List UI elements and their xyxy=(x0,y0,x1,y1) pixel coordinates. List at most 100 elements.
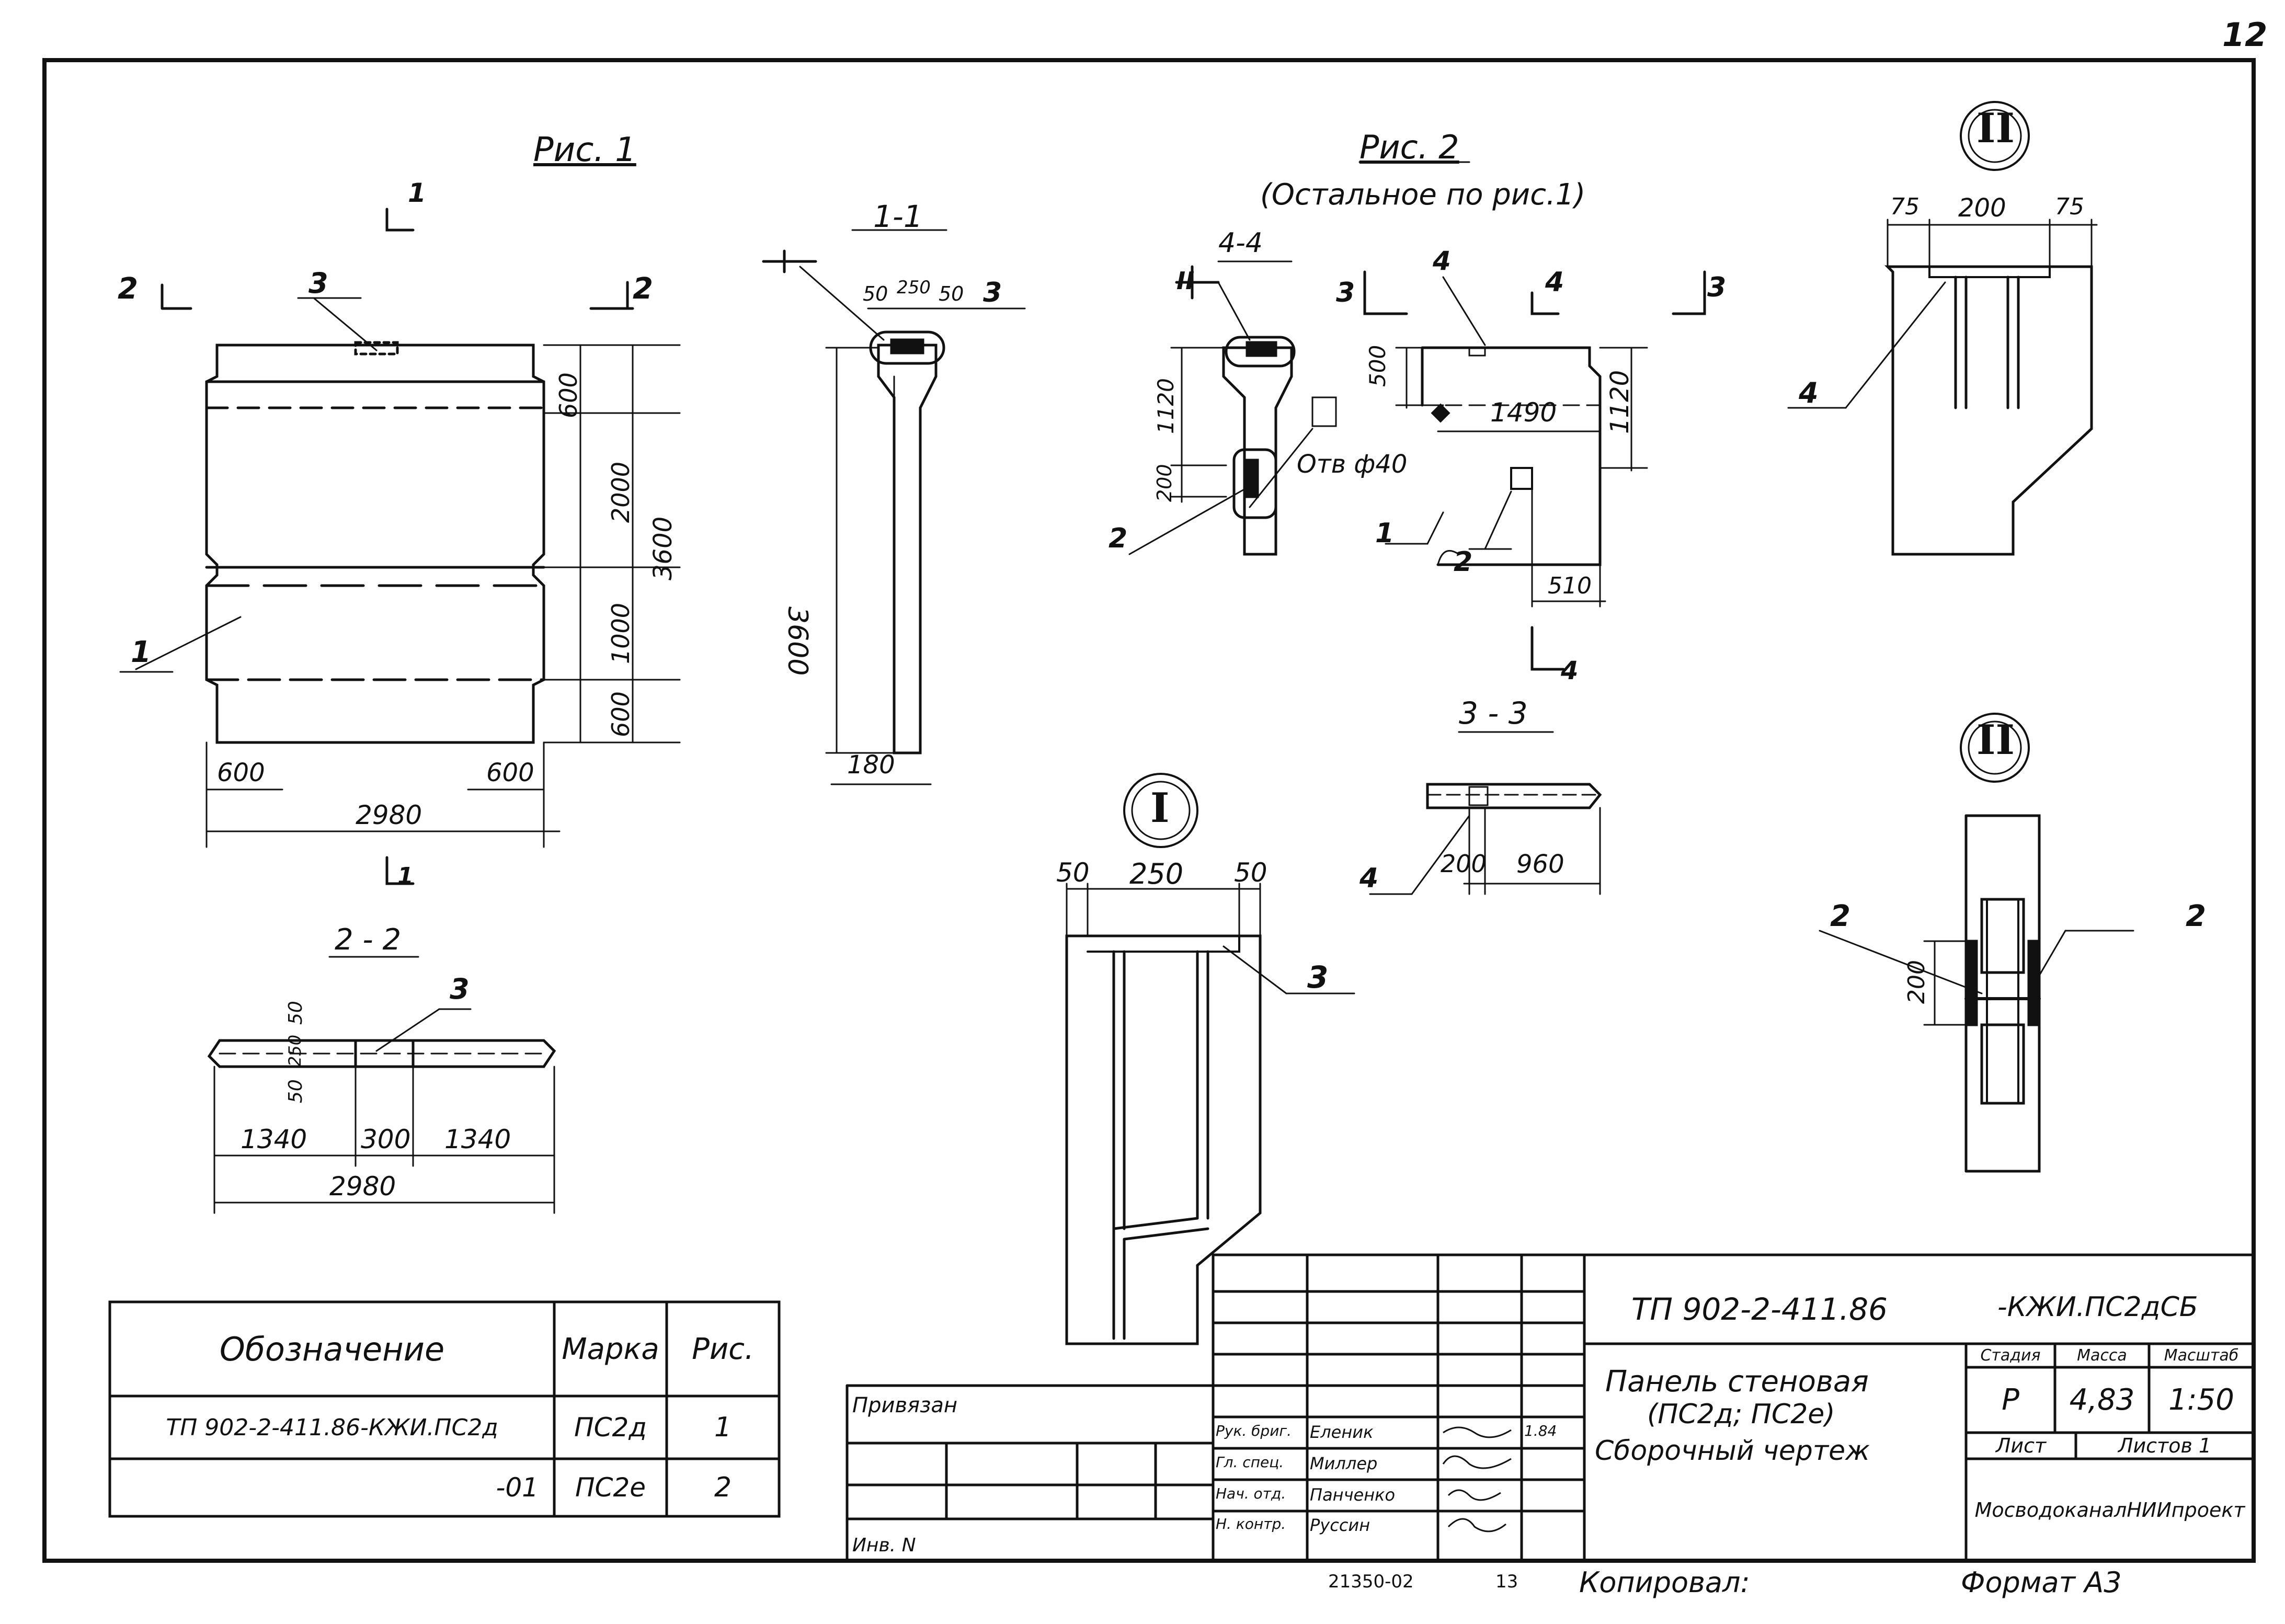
section-4-4-title: 4-4 xyxy=(1218,227,1263,259)
node-I-dim-250: 250 xyxy=(1129,857,1184,890)
fig1-callout-3: 3 xyxy=(309,267,328,300)
footer-page: 13 xyxy=(1495,1571,1518,1592)
section-4-4-dim-1120: 1120 xyxy=(1153,378,1179,434)
title-product-line1: Панель стеновая xyxy=(1605,1365,1869,1399)
node-I-label: I xyxy=(1150,784,1170,832)
spec-table-grid xyxy=(108,1300,781,1518)
section-4-4-mark-II: II xyxy=(1176,267,1195,295)
spec-header-fig: Рис. xyxy=(692,1332,754,1366)
section-2-2-callout-3: 3 xyxy=(450,973,470,1005)
section-3-3-callout-4: 4 xyxy=(1359,863,1379,894)
fig2-dim-500: 500 xyxy=(1365,345,1390,387)
fig1-dim-2000: 2000 xyxy=(607,461,635,523)
node-I-callout-3: 3 xyxy=(1307,959,1329,995)
sig-name-3: Панченко xyxy=(1310,1485,1396,1505)
fig2-cut-4-bottom: 4 xyxy=(1561,656,1579,685)
section-3-3-dim-200: 200 xyxy=(1441,850,1487,878)
sig-role-2: Гл. спец. xyxy=(1216,1454,1284,1471)
section-2-2-dim-50b: 50 xyxy=(285,1079,306,1103)
spec-row1-mark: ПС2д xyxy=(574,1412,647,1443)
title-privyazan: Привязан xyxy=(852,1393,958,1417)
fig2-title: Рис. 2 xyxy=(1359,128,1459,166)
title-stage: Р xyxy=(2002,1383,2019,1417)
title-block-grid xyxy=(846,1253,2255,1562)
section-2-2-dim-50a: 50 xyxy=(285,1001,306,1025)
title-mass: 4,83 xyxy=(2069,1383,2135,1417)
node-I-outline xyxy=(1065,934,1262,1345)
sheet-frame xyxy=(42,58,2256,1563)
section-2-2-dim-1340b: 1340 xyxy=(444,1124,511,1154)
fig1-dim-600-right: 600 xyxy=(486,758,534,787)
node-II-top-dim-75a: 75 xyxy=(1890,193,1920,220)
footer-format: Формат А3 xyxy=(1961,1566,2122,1599)
fig1-panel-outline xyxy=(205,341,545,744)
fig1-cut-2-right: 2 xyxy=(633,272,653,306)
section-2-2-outline xyxy=(207,1039,556,1068)
title-sheets-label: Листов 1 xyxy=(2118,1434,2212,1457)
section-1-1-outline xyxy=(869,330,945,754)
node-II-bottom-label: II xyxy=(1976,716,2015,764)
section-1-1-callout-3: 3 xyxy=(983,277,1002,308)
fig1-title: Рис. 1 xyxy=(533,131,636,169)
title-mass-header: Масса xyxy=(2077,1346,2127,1365)
title-inv: Инв. N xyxy=(852,1535,916,1556)
section-1-1-dim-50a: 50 xyxy=(863,282,888,305)
fig2-callout-2: 2 xyxy=(1454,546,1473,578)
section-3-3-dim-960: 960 xyxy=(1516,850,1564,879)
node-I-dim-50a: 50 xyxy=(1056,857,1090,888)
section-1-1-dim-3600: 3600 xyxy=(782,607,813,676)
sig-role-3: Нач. отд. xyxy=(1216,1485,1286,1502)
node-I-dim-50b: 50 xyxy=(1234,857,1267,888)
title-doc-code: ТП 902-2-411.86 xyxy=(1631,1291,1888,1327)
footer-copied: Копировал: xyxy=(1579,1566,1750,1599)
signature-scribbles xyxy=(1442,1426,1512,1532)
sig-name-1: Еленик xyxy=(1310,1422,1374,1442)
spec-row2-fig: 2 xyxy=(714,1472,732,1503)
section-1-1-title: 1-1 xyxy=(873,199,923,234)
section-1-1-dim-180: 180 xyxy=(847,750,895,780)
sig-name-4: Руссин xyxy=(1310,1515,1370,1535)
fig2-dim-1120: 1120 xyxy=(1605,370,1635,434)
fig2-callout-4: 4 xyxy=(1433,246,1451,276)
section-3-3-outline xyxy=(1426,783,1602,809)
fig2-dim-510: 510 xyxy=(1548,573,1592,599)
node-II-top-dim-75b: 75 xyxy=(2055,193,2084,220)
title-doc-suffix: -КЖИ.ПС2дСБ xyxy=(1997,1291,2198,1323)
fig1-dim-1000: 1000 xyxy=(607,602,635,664)
section-4-4-dim-200: 200 xyxy=(1153,464,1176,502)
spec-header-designation: Обозначение xyxy=(219,1330,445,1368)
section-2-2-dim-1340a: 1340 xyxy=(241,1124,307,1154)
spec-row2-designation: -01 xyxy=(496,1472,539,1503)
page-number: 12 xyxy=(2222,16,2268,54)
section-2-2-dim-300: 300 xyxy=(361,1124,411,1154)
spec-header-mark: Марка xyxy=(562,1332,659,1366)
fig2-panel-outline xyxy=(1421,346,1602,566)
sig-name-2: Миллер xyxy=(1310,1454,1378,1473)
node-II-top-label: II xyxy=(1976,105,2015,152)
section-4-4-callout-2: 2 xyxy=(1109,523,1128,554)
fig1-cut-1-top: 1 xyxy=(408,178,426,208)
section-2-2-title: 2 - 2 xyxy=(335,923,402,957)
node-II-bottom-callout-2-left: 2 xyxy=(1830,899,1850,933)
section-4-4-hole-label: Отв ф40 xyxy=(1297,450,1408,479)
section-1-1-dim-250: 250 xyxy=(897,277,931,298)
section-3-3-title: 3 - 3 xyxy=(1459,695,1528,731)
spec-row1-designation: ТП 902-2-411.86-КЖИ.ПС2д xyxy=(166,1414,498,1441)
fig1-dim-2980: 2980 xyxy=(356,800,422,830)
node-II-top-outline xyxy=(1884,265,2093,556)
title-scale: 1:50 xyxy=(2168,1383,2234,1417)
node-II-bottom-outline xyxy=(1964,814,2041,1173)
title-product-line2: (ПС2д; ПС2е) xyxy=(1647,1399,1835,1430)
title-sheet-label: Лист xyxy=(1995,1434,2047,1457)
node-II-bottom-callout-2-right: 2 xyxy=(2186,899,2206,933)
node-II-bottom-dim-200: 200 xyxy=(1903,960,1930,1004)
sig-role-4: Н. контр. xyxy=(1216,1515,1286,1532)
section-2-2-dim-2980: 2980 xyxy=(329,1171,396,1202)
fig2-cut-4-top: 4 xyxy=(1545,267,1564,298)
fig1-dim-600-top: 600 xyxy=(554,372,582,418)
title-product-line3: Сборочный чертеж xyxy=(1595,1435,1870,1467)
fig1-dim-600-bottom: 600 xyxy=(607,691,635,737)
section-1-1-dim-50b: 50 xyxy=(939,282,964,305)
fig2-cut-3-left: 3 xyxy=(1336,277,1355,308)
